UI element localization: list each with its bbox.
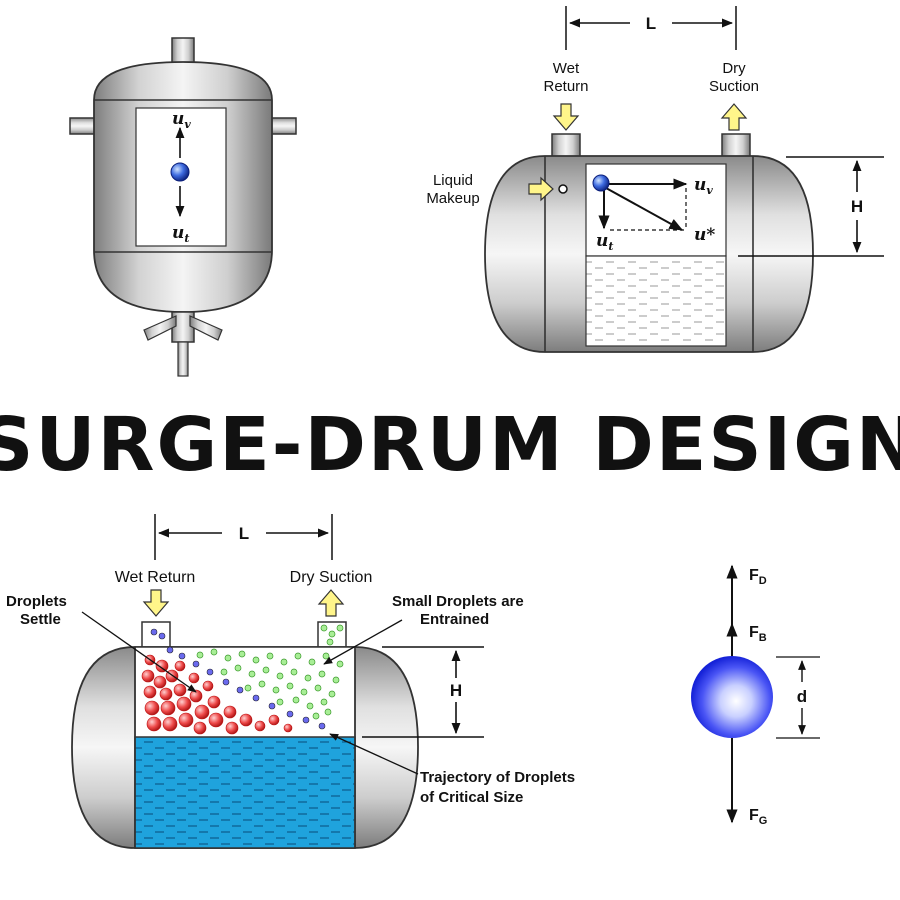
vertical-drum: uv ut (69, 37, 297, 377)
wet-return-arrow-icon (142, 589, 170, 617)
dry-suction-arrow-icon (720, 103, 748, 131)
dry-suction-label: Dry Suction (290, 569, 373, 586)
liquid-level (585, 255, 727, 347)
length-label: L (239, 524, 249, 543)
gravity-force-label: FG (749, 807, 767, 827)
force-diagram: d FD FB FG (691, 564, 820, 827)
uv-label: uv (694, 175, 713, 197)
ut-label: ut (172, 223, 189, 245)
height-label: H (450, 681, 462, 700)
diameter-label: d (797, 687, 807, 706)
droplet-drum: L Wet Return Dry Suction (6, 514, 575, 849)
u-star-label: u* (694, 225, 715, 245)
wet-return-label: Wet Return (115, 569, 196, 586)
page-title: SURGE-DRUM DESIGN (0, 402, 900, 488)
ut-label: ut (596, 231, 613, 253)
uv-label: uv (172, 109, 191, 131)
height-label: H (851, 197, 863, 216)
wet-return-arrow-icon (552, 103, 580, 131)
droplet-ball (170, 162, 190, 182)
length-label: L (646, 14, 656, 33)
droplet-ball (592, 174, 610, 192)
drag-force-label: FD (749, 567, 767, 587)
liquid-level (134, 736, 356, 849)
dry-suction-arrow-icon (317, 589, 345, 617)
droplet-sphere (691, 656, 773, 738)
buoyancy-force-label: FB (749, 624, 767, 644)
entrained-droplets (196, 624, 344, 720)
makeup-arrow-icon (528, 176, 554, 202)
critical-droplets (150, 628, 326, 730)
